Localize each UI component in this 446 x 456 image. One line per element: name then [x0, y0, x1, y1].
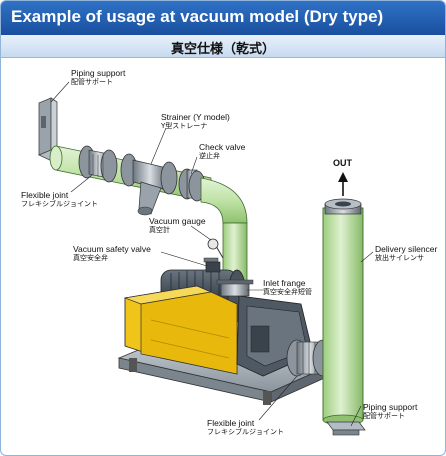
- label-vacuum-gauge: Vacuum gauge 真空計: [149, 216, 206, 234]
- label-piping-support-bottom: Piping support 配管サポート: [363, 402, 418, 420]
- equipment-illustration: [38, 81, 374, 436]
- belt-cover: [123, 285, 238, 375]
- label-piping-support-top: Piping support 配管サポート: [71, 68, 126, 86]
- label-check-valve: Check valve 逆止弁: [199, 142, 246, 160]
- strainer-y-model: [120, 153, 178, 216]
- label-delivery-silencer: Delivery silencer 放出サイレンサ: [375, 244, 438, 262]
- label-inlet-flange: Inlet frange 真空安全弁短管: [263, 278, 312, 296]
- flexible-joint-left: [78, 145, 118, 183]
- label-vacuum-safety-valve: Vacuum safety valve 真空安全弁: [73, 244, 151, 262]
- subtitle-bar: 真空仕様（乾式）: [1, 35, 445, 58]
- label-out: OUT: [333, 158, 352, 168]
- page-subtitle: 真空仕様（乾式）: [170, 42, 275, 57]
- inlet-flange: [216, 279, 254, 297]
- piping-support-bottom-bracket: [326, 421, 366, 436]
- label-flexible-joint-left: Flexible joint フレキシブルジョイント: [21, 190, 98, 208]
- label-strainer: Strainer (Y model) Y型ストレーナ: [161, 112, 230, 130]
- out-arrow-icon: [338, 172, 348, 196]
- diagram-scene: Piping support 配管サポート Strainer (Y model)…: [1, 58, 445, 455]
- title-bar: Example of usage at vacuum model (Dry ty…: [1, 1, 445, 35]
- leader-lines: [50, 81, 374, 427]
- label-flexible-joint-bottom: Flexible joint フレキシブルジョイント: [207, 418, 284, 436]
- delivery-silencer: [322, 198, 364, 426]
- page-title: Example of usage at vacuum model (Dry ty…: [11, 7, 384, 26]
- vacuum-gauge: [207, 238, 224, 259]
